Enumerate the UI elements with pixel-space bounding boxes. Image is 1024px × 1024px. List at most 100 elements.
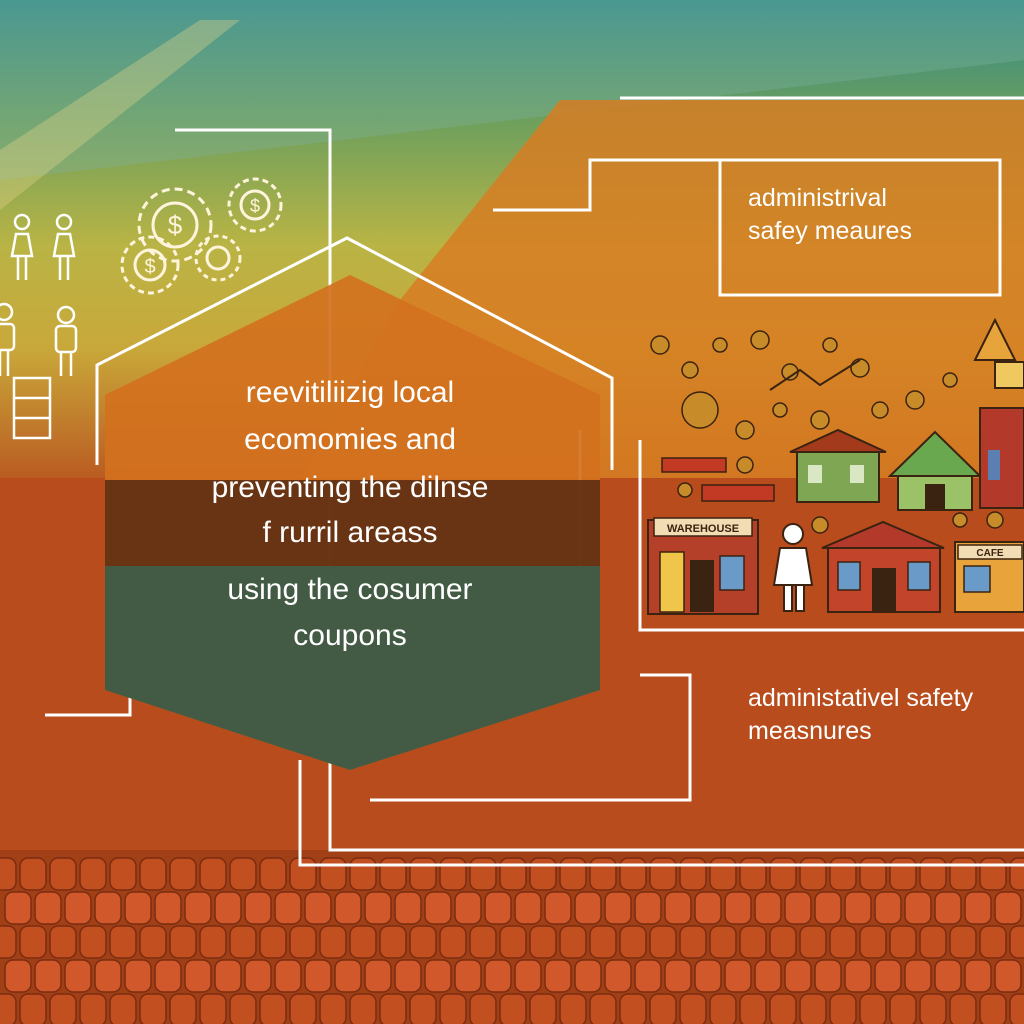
svg-text:$: $ <box>168 210 183 240</box>
roof-tile <box>664 891 692 925</box>
roof-tile <box>229 993 257 1024</box>
roof-tile <box>364 959 392 993</box>
roof-tile <box>64 891 92 925</box>
roof-tile <box>649 925 677 959</box>
roof-tile <box>4 959 32 993</box>
roof-tile <box>1009 993 1024 1024</box>
roof-tile <box>694 959 722 993</box>
roof-tile <box>409 925 437 959</box>
roof-tile <box>544 959 572 993</box>
roof-tile <box>214 891 242 925</box>
roof-tile <box>784 891 812 925</box>
storefront-icon: WAREHOUSE <box>647 517 759 615</box>
gear-dollar-icon: $ <box>227 177 283 233</box>
roof-tile <box>34 891 62 925</box>
storefront-sign: CAFE <box>976 548 1004 559</box>
roof-tile <box>154 959 182 993</box>
roof-tile <box>469 993 497 1024</box>
roof-tile <box>604 959 632 993</box>
roof-tile <box>994 959 1022 993</box>
hex-title-line-3: preventing the dilnse <box>211 471 489 504</box>
roof-tile <box>514 959 542 993</box>
roof-tile <box>439 925 467 959</box>
roof-tile <box>709 925 737 959</box>
person-icon <box>10 213 34 280</box>
house-icon <box>887 430 983 511</box>
roof-tile <box>859 925 887 959</box>
person-icon <box>52 213 76 280</box>
roof-tile <box>499 993 527 1024</box>
hex-title-line-1: reevitiliizig local <box>245 376 455 409</box>
roof-tile <box>484 959 512 993</box>
roof-tile <box>859 993 887 1024</box>
roof-tile <box>919 925 947 959</box>
roof-tile <box>379 925 407 959</box>
roof-tile <box>424 891 452 925</box>
roof-tile <box>949 993 977 1024</box>
roof-tile <box>754 891 782 925</box>
roof-tile <box>604 891 632 925</box>
roof-tile <box>784 959 812 993</box>
roof-tile <box>259 993 287 1024</box>
roof-tile <box>679 993 707 1024</box>
roof-tile <box>0 993 17 1024</box>
hex-title-line-4: f rurril areass <box>262 516 438 549</box>
roof-tile <box>484 891 512 925</box>
roof-tile <box>874 959 902 993</box>
roof-tile <box>469 925 497 959</box>
roof-tile <box>574 959 602 993</box>
roof-tile <box>349 993 377 1024</box>
roof-tile <box>694 891 722 925</box>
roof-tile <box>124 891 152 925</box>
roof-tile <box>259 925 287 959</box>
callout-bottom-line-1: administativel safety <box>748 684 974 712</box>
roof-tile <box>169 857 197 891</box>
roof-tile <box>64 959 92 993</box>
roof-tile <box>874 891 902 925</box>
roof-tile <box>889 925 917 959</box>
roof-tile <box>139 857 167 891</box>
roof-tile <box>244 891 272 925</box>
callout-top-line-1: administrival <box>748 184 887 212</box>
roof-tile <box>559 925 587 959</box>
ladder-icon <box>12 376 52 440</box>
storefront-icon <box>821 520 945 613</box>
roof-tile <box>829 925 857 959</box>
roof-tile <box>589 993 617 1024</box>
roof-tile <box>934 891 962 925</box>
gear-dollar-icon: $ <box>120 235 180 295</box>
roof-tile <box>904 959 932 993</box>
roof-tile <box>829 993 857 1024</box>
roof-tile <box>19 993 47 1024</box>
roof-tile <box>19 857 47 891</box>
house-icon <box>979 407 1024 509</box>
roof-tile <box>619 993 647 1024</box>
roof-tile <box>319 993 347 1024</box>
callout-top-line-2: safey meaures <box>748 217 912 245</box>
roof-tile <box>244 959 272 993</box>
roof-tile <box>274 959 302 993</box>
roof-tile <box>724 891 752 925</box>
roof-tile <box>649 993 677 1024</box>
roof-tile <box>139 993 167 1024</box>
roof-tile <box>589 925 617 959</box>
roof-tile <box>94 891 122 925</box>
roof-tile <box>979 925 1007 959</box>
roof-tile <box>769 925 797 959</box>
person-icon <box>54 305 78 376</box>
roof-tile <box>499 925 527 959</box>
roof-tile <box>454 959 482 993</box>
roof-tile <box>259 857 287 891</box>
roof-tile <box>949 925 977 959</box>
roof-tile <box>754 959 782 993</box>
roof-tile <box>199 993 227 1024</box>
roof-tile <box>334 891 362 925</box>
hex-subtitle-line-1: using the cosumer <box>227 573 473 606</box>
roof-tile <box>34 959 62 993</box>
roof-tile <box>634 959 662 993</box>
roof-tile <box>1009 925 1024 959</box>
roof-tile <box>769 993 797 1024</box>
